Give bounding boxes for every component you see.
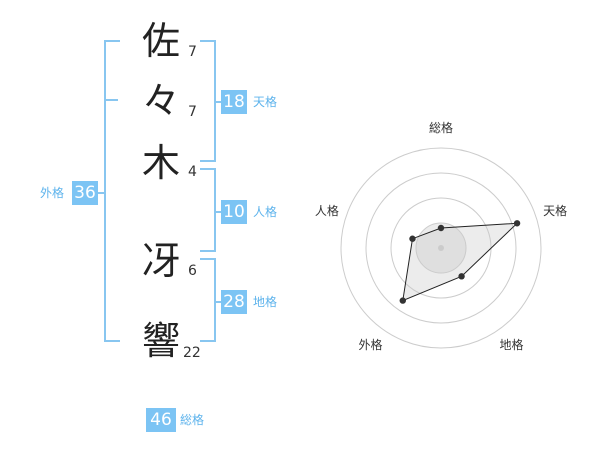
radar-ring [365, 172, 517, 324]
soukaku-label: 総格 [180, 413, 205, 427]
gaikaku-bracket [104, 40, 120, 342]
radar-point-4 [399, 297, 406, 304]
jinkaku-connector [214, 211, 221, 213]
radar-point-3 [458, 273, 465, 280]
tenkaku-connector [214, 101, 221, 103]
name-char-5: 響 [141, 319, 180, 363]
jinkaku-label: 人格 [253, 205, 278, 219]
chikaku-bracket [200, 258, 216, 342]
gaikaku-value-badge: 36 [72, 181, 98, 205]
stroke-count-5: 22 [183, 345, 201, 361]
gaikaku-tick [104, 99, 118, 101]
tenkaku-value-badge: 18 [221, 90, 247, 114]
stroke-count-3: 4 [188, 164, 197, 180]
radar-axis-label-2: 天格 [543, 203, 567, 218]
chikaku-connector [214, 301, 221, 303]
name-char-1: 佐 [141, 19, 180, 63]
stroke-count-4: 6 [188, 263, 197, 279]
name-char-3: 木 [141, 141, 180, 185]
radar-polygon [402, 222, 519, 302]
radar-center [438, 245, 444, 251]
chikaku-value-badge: 28 [221, 290, 247, 314]
radar-ring [340, 147, 542, 349]
radar-axis-label-3: 地格 [500, 337, 524, 352]
radar-axis-label-4: 外格 [358, 337, 382, 352]
gaikaku-connector [96, 192, 105, 194]
radar-point-2 [513, 220, 521, 227]
name-char-2: 々 [141, 79, 180, 123]
radar-axis-label-5: 人格 [315, 203, 339, 218]
jinkaku-value-badge: 10 [221, 200, 247, 224]
tenkaku-label: 天格 [253, 95, 278, 109]
jinkaku-bracket [200, 168, 216, 252]
radar-axis-label-1: 総格 [429, 120, 453, 135]
stroke-count-1: 7 [188, 44, 197, 60]
name-char-4: 冴 [141, 239, 180, 283]
soukaku-value-badge: 46 [146, 408, 176, 432]
chikaku-label: 地格 [253, 295, 278, 309]
stroke-count-2: 7 [188, 104, 197, 120]
gaikaku-label: 外格 [40, 186, 65, 200]
radar-point-5 [409, 235, 416, 242]
radar-point-1 [437, 224, 445, 232]
